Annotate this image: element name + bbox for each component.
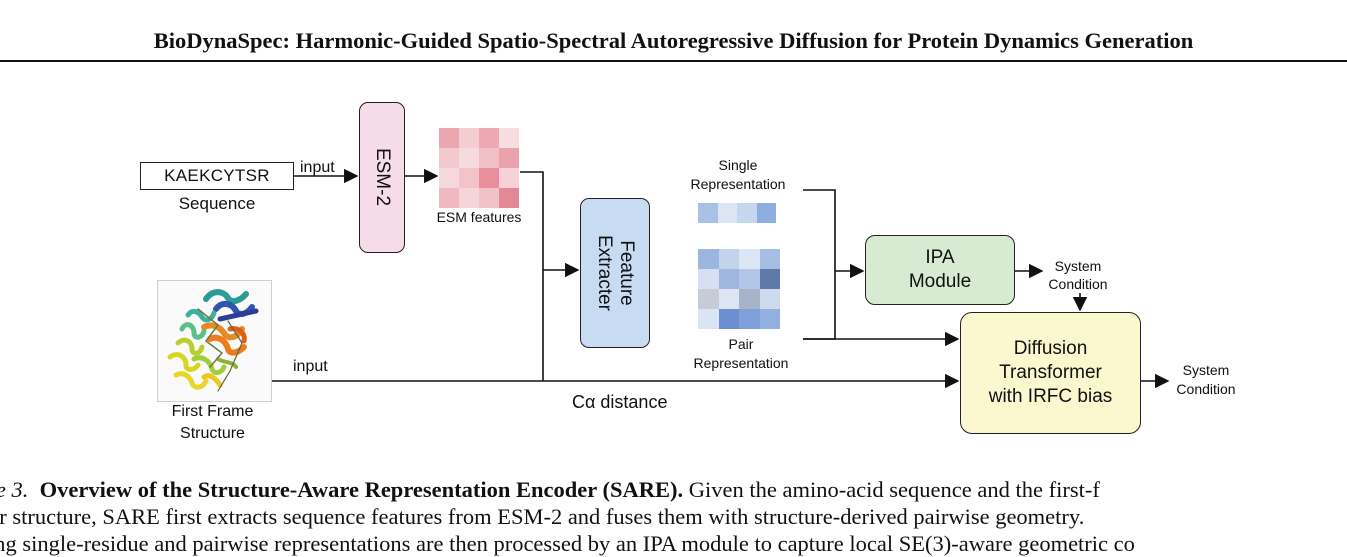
esm-feature-cell bbox=[479, 148, 499, 168]
protein-structure-image bbox=[157, 280, 272, 402]
caption-line-3: ing single-residue and pairwise represen… bbox=[0, 531, 1135, 556]
ca-distance-label: Cα distance bbox=[572, 392, 668, 412]
caption-figure-label: re 3. bbox=[0, 477, 29, 502]
sequence-value: KAEKCYTSR bbox=[164, 166, 270, 185]
esm-module-label: ESM-2 bbox=[371, 147, 393, 207]
pair-rep-cell bbox=[739, 249, 760, 269]
single-rep-cell bbox=[756, 203, 776, 223]
single-rep-label-line1: Single bbox=[718, 157, 758, 173]
line-features-to-bus bbox=[520, 171, 544, 381]
esm-feature-cell bbox=[479, 188, 499, 208]
esm-feature-cell bbox=[479, 168, 499, 188]
esm-feature-cell bbox=[459, 128, 479, 148]
esm-feature-cell bbox=[439, 168, 459, 188]
esm-module-box bbox=[359, 102, 405, 253]
esm-feature-cell bbox=[499, 168, 519, 188]
line-single-to-ipa bbox=[803, 189, 836, 271]
caption-line-1: re 3. Overview of the Structure-Aware Re… bbox=[0, 476, 1347, 503]
ipa-module-box: IPA Module bbox=[865, 235, 1015, 305]
system-condition-2-line1: System bbox=[1182, 362, 1230, 378]
system-condition-2-line2: Condition bbox=[1176, 381, 1236, 397]
pair-rep-cell bbox=[718, 309, 739, 329]
diagram-connectors bbox=[272, 168, 1170, 389]
caption-line-2: or structure, SARE first extracts sequen… bbox=[0, 504, 1085, 529]
pair-rep-cell bbox=[698, 269, 719, 289]
pair-rep-cell bbox=[718, 249, 739, 269]
first-frame-label-line1: First Frame bbox=[171, 403, 254, 420]
system-condition-1-line1: System bbox=[1054, 258, 1102, 274]
single-rep-cell bbox=[717, 203, 737, 223]
feature-extracter-label: Feature Extracter bbox=[593, 235, 637, 311]
caption-line1-text: Given the amino-acid sequence and the fi… bbox=[683, 477, 1100, 502]
esm-features-label: ESM features bbox=[436, 209, 522, 225]
esm-feature-cell bbox=[439, 188, 459, 208]
ipa-label-line2: Module bbox=[908, 271, 972, 292]
esm-feature-cell bbox=[459, 188, 479, 208]
first-frame-label-line2: Structure bbox=[180, 425, 245, 442]
feature-extracter-line2: Extracter bbox=[594, 234, 615, 312]
diffusion-transformer-box: Diffusion Transformer with IRFC bias bbox=[960, 312, 1141, 434]
esm-feature-cell bbox=[499, 148, 519, 168]
feature-extracter-line1: Feature bbox=[615, 240, 637, 306]
ipa-label-line1: IPA bbox=[925, 247, 955, 269]
pair-rep-cell bbox=[718, 289, 739, 309]
pair-rep-cell bbox=[739, 269, 760, 289]
caption-bold-title: Overview of the Structure-Aware Represen… bbox=[39, 477, 684, 502]
input-label-bottom: input bbox=[293, 358, 328, 375]
title-divider bbox=[0, 60, 1347, 62]
esm-feature-cell bbox=[459, 148, 479, 168]
pair-rep-cell bbox=[698, 249, 719, 269]
esm-feature-cell bbox=[439, 148, 459, 168]
protein-ribbon-illustration bbox=[167, 289, 259, 392]
esm-feature-cell bbox=[459, 168, 479, 188]
pair-rep-cell bbox=[698, 309, 719, 329]
line-pair-to-junction bbox=[803, 271, 836, 340]
esm-features-heatmap bbox=[439, 128, 519, 208]
diffusion-label-line3: with IRFC bias bbox=[988, 386, 1113, 408]
single-rep-cell bbox=[698, 203, 718, 223]
pair-rep-cell bbox=[759, 289, 780, 309]
esm-feature-cell bbox=[499, 128, 519, 148]
pair-rep-label-line1: Pair bbox=[728, 336, 754, 352]
single-representation-strip bbox=[698, 203, 776, 223]
esm-feature-cell bbox=[499, 188, 519, 208]
feature-extracter-box bbox=[580, 198, 650, 348]
input-label-top: input bbox=[300, 159, 335, 176]
pair-rep-cell bbox=[698, 289, 719, 309]
pair-rep-label-line2: Representation bbox=[693, 355, 789, 371]
esm-feature-cell bbox=[439, 128, 459, 148]
single-rep-label-line2: Representation bbox=[690, 176, 786, 192]
pair-rep-cell bbox=[739, 309, 760, 329]
pair-rep-cell bbox=[759, 249, 780, 269]
pair-rep-cell bbox=[718, 269, 739, 289]
pair-rep-cell bbox=[759, 309, 780, 329]
sequence-input-box: KAEKCYTSR bbox=[140, 162, 294, 190]
system-condition-1-line2: Condition bbox=[1048, 276, 1108, 292]
page-title: BioDynaSpec: Harmonic-Guided Spatio-Spec… bbox=[153, 28, 1194, 53]
single-rep-cell bbox=[737, 203, 757, 223]
pair-rep-cell bbox=[759, 269, 780, 289]
pair-representation-heatmap bbox=[698, 249, 780, 329]
sequence-label: Sequence bbox=[178, 194, 256, 213]
esm-feature-cell bbox=[479, 128, 499, 148]
diffusion-label-line2: Transformer bbox=[999, 361, 1102, 383]
pair-rep-cell bbox=[739, 289, 760, 309]
diffusion-label-line1: Diffusion bbox=[1013, 337, 1088, 359]
